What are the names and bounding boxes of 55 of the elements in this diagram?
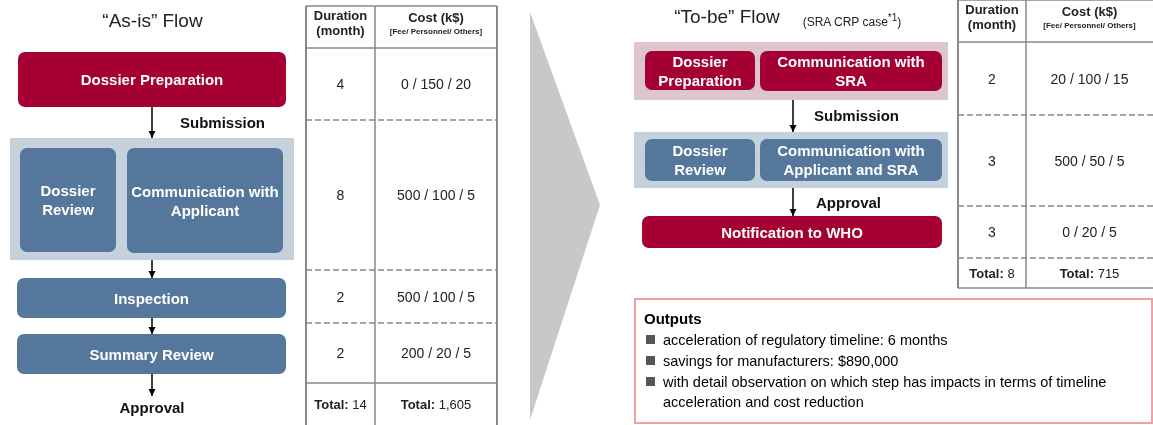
process-box: Communication with SRA bbox=[760, 51, 942, 91]
column-header: Duration (month) bbox=[312, 8, 369, 38]
arrow bbox=[148, 259, 156, 279]
table-cell-text: 2 bbox=[335, 344, 346, 363]
flow-title: “To-be” Flow bbox=[673, 6, 781, 28]
table-cell-text: 4 bbox=[335, 75, 346, 94]
table-cell-text: Total: 14 bbox=[313, 395, 368, 414]
flow-title: “As-is” Flow bbox=[101, 10, 204, 32]
table-cell-text: 3 bbox=[987, 151, 997, 171]
table-cell-text: Total: 8 bbox=[968, 264, 1016, 283]
table-cell-text: 8 bbox=[335, 186, 346, 205]
column-subheader: [Fee/ Personnel/ Others] bbox=[1042, 21, 1137, 30]
column-header: Cost (k$) bbox=[407, 10, 465, 25]
table-cell-text: Total: 715 bbox=[1058, 264, 1121, 283]
arrow bbox=[148, 106, 156, 139]
process-box: Dossier Preparation bbox=[18, 52, 286, 107]
process-box: Communication with Applicant and SRA bbox=[760, 139, 942, 181]
arrow bbox=[789, 187, 797, 217]
process-box: Dossier Review bbox=[20, 148, 116, 252]
arrow bbox=[789, 99, 797, 133]
table-cell-text: 2 bbox=[335, 287, 346, 307]
arrow bbox=[148, 373, 156, 397]
section-heading: Outputs bbox=[644, 310, 703, 327]
table-cell-text: 200 / 20 / 5 bbox=[399, 344, 473, 363]
process-box: Inspection bbox=[17, 278, 286, 318]
flow-subtitle: (SRA CRP case$^{*1}$) bbox=[801, 12, 903, 29]
process-box: Communication with Applicant bbox=[127, 148, 283, 253]
column-subheader: [Fee/ Personnel/ Others] bbox=[388, 27, 484, 36]
bullet-text: acceleration of regulatory timeline: 6 months bbox=[663, 331, 948, 350]
table-cell-text: Total: 1,605 bbox=[399, 395, 473, 414]
table-cell-text: 3 bbox=[987, 223, 997, 242]
end-label: Approval bbox=[102, 396, 202, 418]
process-box: Summary Review bbox=[17, 334, 286, 374]
process-box: Notification to WHO bbox=[642, 216, 942, 248]
outputs-box bbox=[634, 298, 1153, 424]
bullet-text: savings for manufacturers: $890,000 bbox=[663, 352, 899, 371]
arrow bbox=[148, 317, 156, 335]
group-band bbox=[634, 132, 948, 188]
table-cell-text: 2 bbox=[987, 69, 997, 89]
edge-label: Approval bbox=[814, 194, 883, 211]
table-cell-text: 0 / 20 / 5 bbox=[1061, 223, 1118, 242]
table-cell-text: 500 / 100 / 5 bbox=[396, 186, 476, 205]
group-band bbox=[634, 42, 948, 100]
table-cell-text: 20 / 100 / 15 bbox=[1049, 69, 1130, 89]
process-box: Dossier Preparation bbox=[645, 51, 755, 90]
process-box: Dossier Review bbox=[645, 139, 755, 181]
edge-label: Submission bbox=[178, 114, 267, 131]
table-cell-text: 0 / 150 / 20 bbox=[399, 75, 473, 94]
column-header: Duration (month) bbox=[964, 2, 1020, 32]
edge-label: Submission bbox=[812, 107, 901, 124]
table-cell-text: 500 / 50 / 5 bbox=[1053, 151, 1126, 171]
table-cell-text: 500 / 100 / 5 bbox=[396, 287, 476, 307]
group-band bbox=[10, 138, 294, 260]
column-header: Cost (k$) bbox=[1060, 4, 1119, 19]
bullet-text: with detail observation on which step has impacts in terms of timeline acceleration and cost reduction bbox=[663, 373, 1108, 412]
